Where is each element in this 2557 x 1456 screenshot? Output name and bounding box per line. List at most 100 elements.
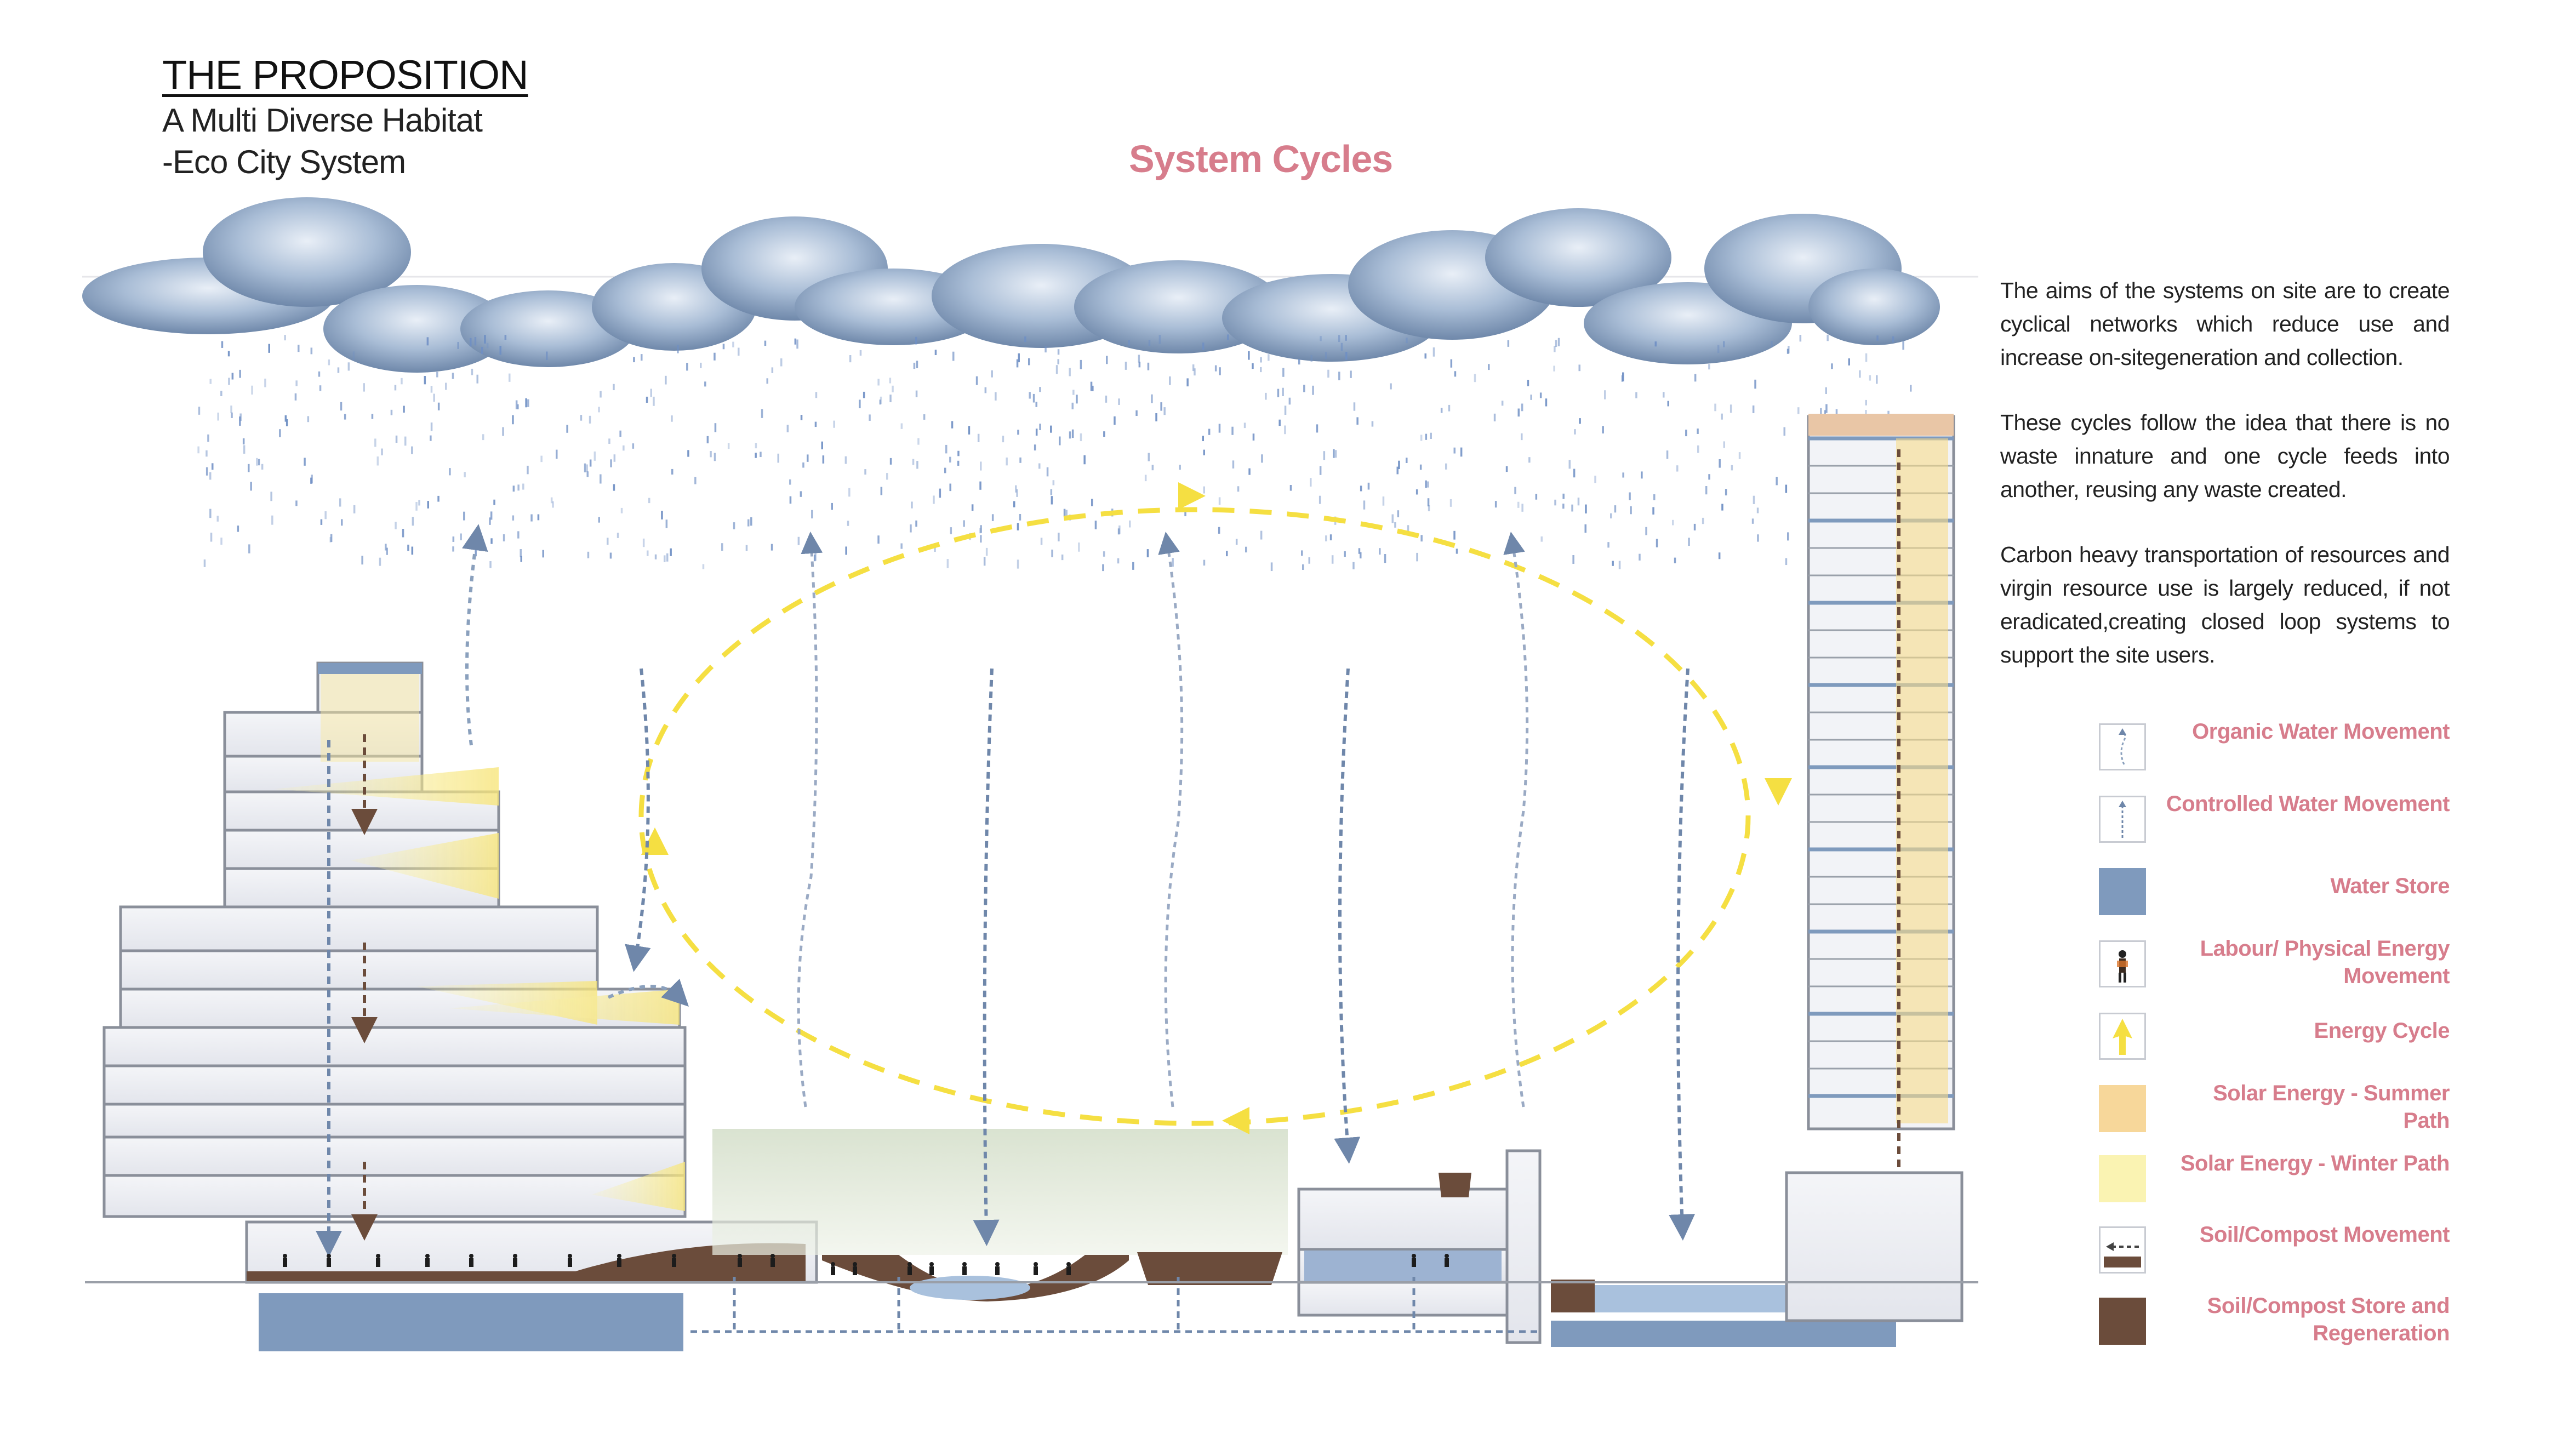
rain-drop (493, 499, 495, 505)
rain-drop (1232, 460, 1235, 469)
rain-drop (1329, 534, 1332, 541)
rain-drop (915, 520, 917, 527)
rain-drop (212, 463, 214, 470)
person-figure (617, 1254, 621, 1267)
rain-drop (1046, 467, 1049, 477)
rain-drop (985, 547, 988, 556)
rain-drop (1382, 496, 1385, 506)
rain-drop (1579, 418, 1581, 424)
rain-drop (1282, 368, 1285, 377)
rain-drop (1540, 536, 1543, 542)
rain-drop (1117, 558, 1120, 564)
rain-drop (1419, 464, 1422, 470)
rain-drop (209, 509, 212, 518)
rain-drop (1688, 538, 1690, 546)
rain-drop (1016, 489, 1018, 497)
rain-drop (1693, 523, 1696, 530)
rain-drop (209, 472, 212, 480)
rain-drop (951, 421, 954, 429)
rain-drop (1310, 478, 1312, 487)
rain-drop (844, 456, 847, 464)
rain-drop (1146, 549, 1149, 557)
rain-drop (1562, 493, 1565, 499)
rain-drop (1278, 419, 1281, 426)
legend-label-energy-cycle: Energy Cycle (2314, 1019, 2450, 1043)
rain-drop (1708, 474, 1710, 480)
rain-drop (1218, 527, 1220, 534)
rain-drop (1604, 390, 1606, 399)
rain-drop (1017, 559, 1019, 569)
rain-drop (437, 402, 440, 410)
rain-drop (777, 453, 779, 463)
rain-drop (339, 498, 341, 507)
rain-drop (764, 340, 767, 346)
person-figure (283, 1254, 287, 1267)
rain-drop (1063, 509, 1066, 517)
rain-drop (203, 559, 206, 567)
rain-drop (1367, 482, 1370, 490)
rain-drop (833, 420, 835, 428)
rain-drop (1203, 559, 1206, 566)
yellow-arrow-icon (2099, 1013, 2146, 1060)
rain-drop (694, 477, 697, 484)
rain-drop (457, 342, 459, 349)
rain-drop (412, 517, 414, 526)
rain-drop (1202, 436, 1204, 442)
rain-drop (598, 407, 600, 413)
rain-drop (376, 456, 379, 466)
rain-drop (363, 383, 365, 392)
rain-drop (248, 464, 250, 472)
rain-drop (1094, 521, 1097, 529)
rain-drop (700, 362, 702, 368)
rain-drop (617, 533, 619, 538)
rain-drop (227, 351, 230, 357)
rain-drop (811, 510, 813, 519)
rain-drop (1865, 399, 1867, 406)
rain-drop (1454, 371, 1457, 377)
rain-drop (979, 481, 981, 490)
rain-drop (761, 409, 763, 418)
rain-drop (319, 385, 322, 391)
rain-drop (239, 416, 241, 426)
rain-drop (286, 419, 288, 426)
rain-drop (586, 464, 588, 472)
rain-drop (1493, 413, 1496, 421)
rain-drop (1138, 355, 1140, 363)
rain-drop (499, 346, 501, 355)
person-figure (1066, 1262, 1071, 1275)
rain-drop (1892, 336, 1894, 342)
legend-item-water-store: Water Store (2099, 863, 2450, 923)
rain-drop (671, 415, 673, 422)
rain-drop (1045, 346, 1047, 353)
rain-drop (520, 549, 522, 557)
energy-cycle-arrowheads (641, 482, 1792, 1134)
rain-drop (607, 538, 609, 545)
rain-drop (800, 415, 803, 420)
rain-drop (849, 355, 852, 363)
rain-drop (1394, 522, 1396, 528)
rain-drop (1034, 444, 1036, 451)
rain-drop (433, 393, 435, 402)
rain-drop (892, 385, 894, 392)
person-figure (962, 1262, 967, 1275)
rain-drop (1015, 485, 1017, 493)
tower-roof-soil (1808, 414, 1954, 436)
rain-drop (1488, 364, 1490, 370)
rain-drop (1019, 514, 1021, 521)
rain-drop (1848, 358, 1850, 366)
rain-drop (221, 341, 224, 348)
rain-drop (268, 344, 270, 353)
rain-drop (1103, 551, 1105, 557)
rain-drop (1719, 459, 1721, 468)
rain-drop (1090, 381, 1093, 391)
legend-item-organic-water: Organic Water Movement (2099, 718, 2450, 778)
rain-drop (1069, 431, 1071, 439)
rain-drop (1080, 359, 1082, 369)
rain-drop (340, 402, 343, 411)
rain-drop (1428, 505, 1430, 512)
energy-cycle-ellipse (638, 507, 1751, 1126)
rain-drop (1667, 401, 1669, 407)
rain-drop (780, 358, 783, 367)
rain-drop (863, 391, 865, 398)
